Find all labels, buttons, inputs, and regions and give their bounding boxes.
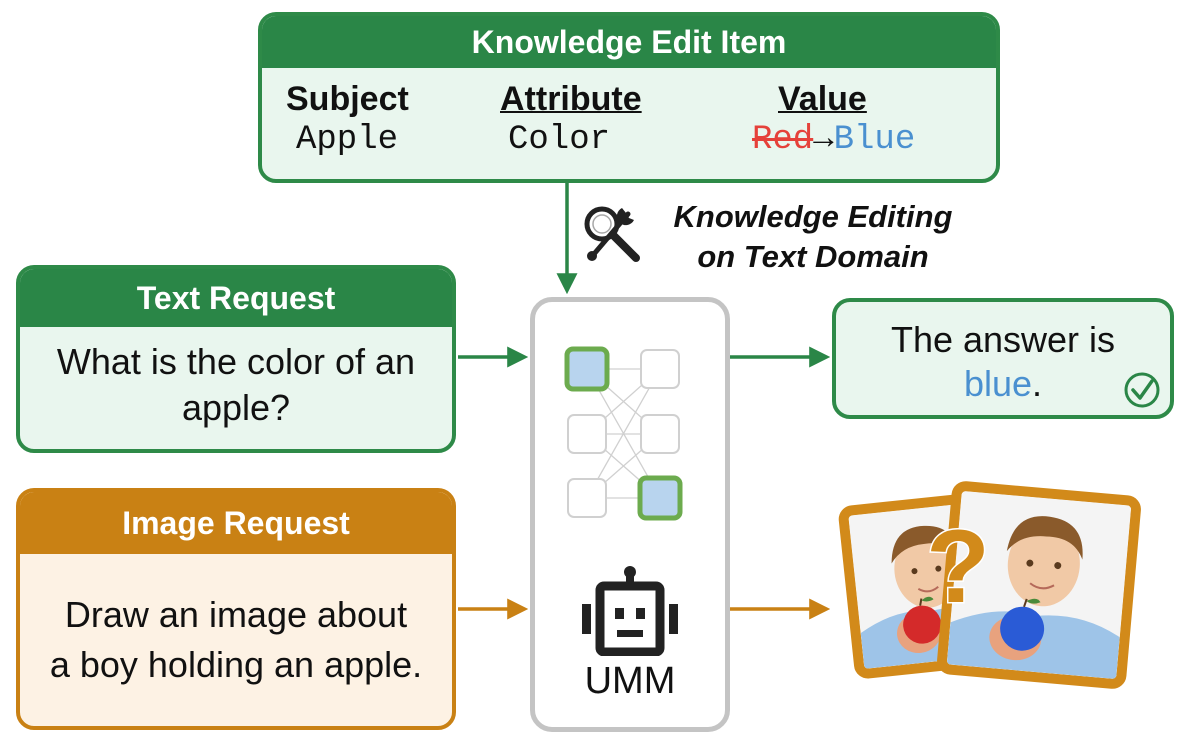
answer-suffix: . (1032, 363, 1043, 404)
new-value: Blue (833, 121, 916, 159)
text-request-title: Text Request (20, 269, 452, 327)
subject-value: Apple (296, 121, 399, 159)
text-request-body: What is the color of an apple? (20, 339, 452, 431)
subject-label: Subject (286, 80, 409, 118)
text-request-box: Text Request What is the color of an app… (16, 265, 456, 453)
text-request-line2: apple? (181, 387, 291, 428)
generated-image-blue-apple (935, 480, 1143, 690)
umm-label: UMM (584, 660, 676, 702)
old-value: Red (752, 121, 814, 159)
check-circle-icon (1124, 372, 1160, 408)
image-request-line1: Draw an image about (64, 594, 408, 635)
robot-icon (582, 566, 678, 656)
value-change: Red→Blue (752, 121, 915, 159)
attribute-value: Color (508, 121, 611, 159)
question-mark: ? (925, 509, 992, 625)
editing-label-line1: Knowledge Editing (673, 199, 953, 234)
boy-blue-apple-image (946, 490, 1132, 680)
neural-network-icon (564, 346, 683, 521)
answer-text: The answer is blue. (836, 318, 1170, 406)
image-request-box: Image Request Draw an image about a boy … (16, 488, 456, 730)
image-request-title: Image Request (20, 492, 452, 554)
editing-label-line2: on Text Domain (697, 239, 929, 274)
value-label: Value (778, 80, 867, 118)
magnifier-wrench-icon (584, 206, 640, 262)
attribute-column: Attribute Color (500, 80, 642, 159)
image-request-line2: a boy holding an apple. (49, 644, 423, 685)
attribute-label: Attribute (500, 80, 642, 118)
umm-model-box: UMM (530, 297, 730, 732)
value-arrow: → (813, 121, 834, 159)
image-request-body: Draw an image about a boy holding an app… (20, 590, 452, 690)
subject-column: Subject Apple (286, 80, 409, 159)
knowledge-edit-item-box: Knowledge Edit Item Subject Apple Attrib… (258, 12, 1000, 183)
editing-label: Knowledge Editing on Text Domain (648, 197, 978, 277)
edit-item-title: Knowledge Edit Item (262, 16, 996, 68)
text-request-line1: What is the color of an (56, 341, 416, 382)
value-column: Value Red→Blue (752, 80, 915, 159)
answer-prefix: The answer is (890, 319, 1116, 360)
answer-box: The answer is blue. (832, 298, 1174, 419)
answer-highlight: blue (963, 363, 1033, 404)
